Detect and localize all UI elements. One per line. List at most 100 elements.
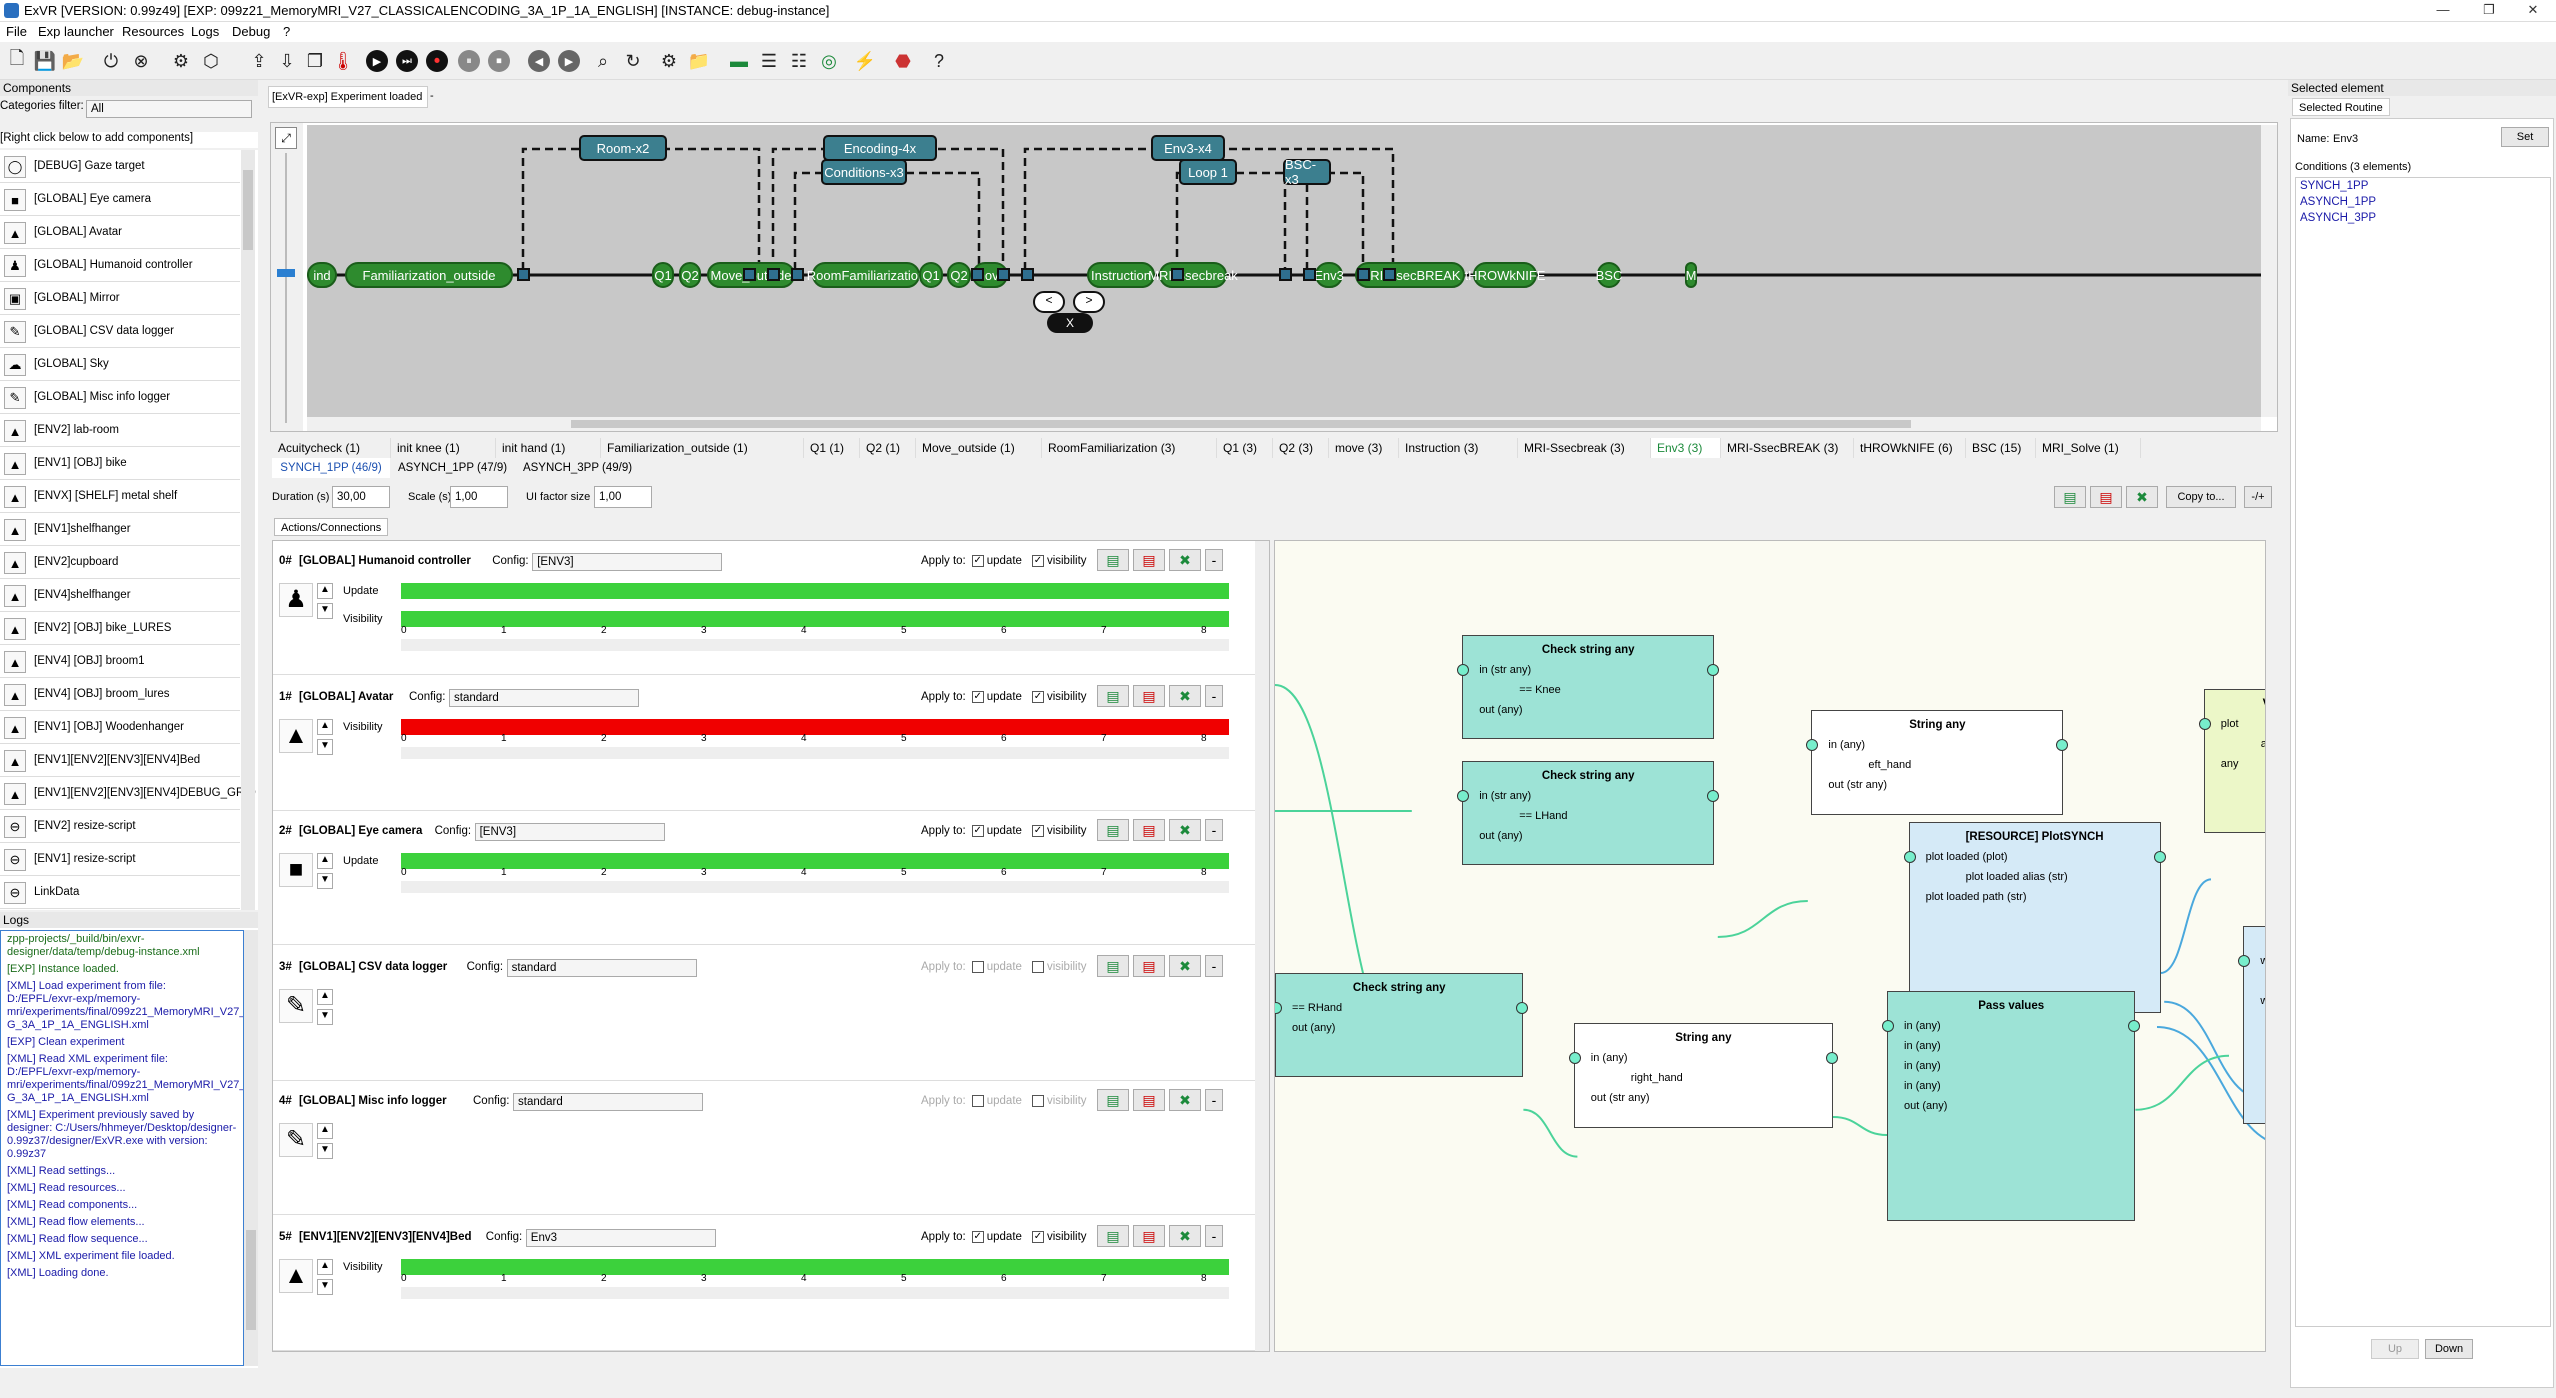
- flow-node[interactable]: Env3: [1314, 262, 1344, 288]
- graph-port[interactable]: [2128, 1020, 2141, 1032]
- routine-tab[interactable]: tHROWkNIFE (6): [1854, 438, 1966, 458]
- previous-button[interactable]: <: [1033, 291, 1065, 313]
- move-down-button[interactable]: ▼: [317, 1143, 333, 1159]
- graph-port[interactable]: [1707, 663, 1720, 676]
- remove-button[interactable]: X: [1047, 313, 1093, 333]
- component-item[interactable]: ▲[GLOBAL] Avatar: [0, 216, 240, 249]
- components-scrollbar[interactable]: [241, 150, 255, 910]
- pause-icon[interactable]: ⏸: [458, 50, 480, 72]
- resources-icon[interactable]: ⚙: [172, 50, 190, 71]
- action-clear-icon[interactable]: ✖: [1169, 955, 1201, 977]
- move-up-button[interactable]: ▲: [317, 583, 333, 599]
- routine-tab[interactable]: Q2 (1): [860, 438, 916, 458]
- scale-input[interactable]: 1,00: [450, 486, 508, 508]
- menu-logs[interactable]: Logs: [191, 24, 220, 39]
- connection-wire[interactable]: [2135, 1054, 2230, 1111]
- component-item[interactable]: ▲[ENV1]shelfhanger: [0, 513, 240, 546]
- routine-tab[interactable]: MRI-Ssecbreak (3): [1518, 438, 1651, 458]
- action-clear-icon[interactable]: ✖: [1169, 1089, 1201, 1111]
- connection-wire[interactable]: [1832, 1116, 1888, 1136]
- action-clear-icon[interactable]: ✖: [1169, 1225, 1201, 1247]
- routine-tab[interactable]: Q1 (1): [804, 438, 860, 458]
- timeline-scrollbar[interactable]: [401, 1287, 1229, 1299]
- timeline-bar[interactable]: [401, 719, 1229, 735]
- flow-node[interactable]: Familiarization_outside: [345, 262, 513, 288]
- flow-separator[interactable]: [791, 268, 804, 281]
- graph-icon[interactable]: ⚡: [853, 50, 877, 71]
- graph-port[interactable]: [1568, 1052, 1581, 1065]
- component-item[interactable]: ▣[GLOBAL] Mirror: [0, 282, 240, 315]
- add-routine-icon[interactable]: ▤: [2054, 486, 2086, 508]
- thermometer-icon[interactable]: 🌡: [331, 50, 355, 71]
- graph-port[interactable]: [1707, 789, 1720, 802]
- component-item[interactable]: ✎[GLOBAL] CSV data logger: [0, 315, 240, 348]
- visibility-checkbox[interactable]: ✓: [1031, 691, 1044, 703]
- component-item[interactable]: ▲[ENV1][ENV2][ENV3][ENV4]DEBUG_GRID: [0, 777, 256, 810]
- update-checkbox[interactable]: [971, 961, 984, 973]
- timeline-bar[interactable]: [401, 853, 1229, 869]
- graph-node[interactable]: Variable delayplotanyany: [2198, 688, 2265, 833]
- flag-icon[interactable]: ▬: [730, 50, 748, 71]
- flow-node[interactable]: MRI-Ssecbreak: [1148, 262, 1238, 288]
- graph-node[interactable]: Asynchfileswrite (any)write line (any)wr…: [2238, 926, 2265, 1125]
- config-select[interactable]: standard: [449, 689, 639, 707]
- menu-help[interactable]: ?: [283, 24, 291, 39]
- component-item[interactable]: ✎[GLOBAL] Misc info logger: [0, 381, 240, 414]
- update-checkbox[interactable]: [971, 1095, 984, 1107]
- folder-icon[interactable]: 📁: [687, 50, 711, 71]
- visibility-checkbox[interactable]: ✓: [1031, 1231, 1044, 1243]
- timeline-scrollbar[interactable]: [401, 747, 1229, 759]
- graph-port[interactable]: [1903, 850, 1916, 863]
- config-add-icon[interactable]: ▤: [1097, 549, 1129, 571]
- eraser-icon[interactable]: ⬣: [895, 50, 911, 71]
- routine-tab[interactable]: move (3): [1329, 438, 1399, 458]
- menu-exp-launcher[interactable]: Exp launcher: [38, 24, 114, 39]
- graph-port[interactable]: [1457, 789, 1470, 802]
- action-clear-icon[interactable]: ✖: [1169, 685, 1201, 707]
- component-item[interactable]: ☁[GLOBAL] Sky: [0, 348, 240, 381]
- action-collapse-button[interactable]: -: [1205, 1089, 1223, 1111]
- new-file-icon[interactable]: 🗋: [9, 48, 25, 68]
- config-remove-icon[interactable]: ▤: [1133, 819, 1165, 841]
- maximize-button[interactable]: ❐: [2483, 2, 2495, 17]
- component-item[interactable]: ▲[ENVX] [SHELF] metal shelf: [0, 480, 240, 513]
- action-collapse-button[interactable]: -: [1205, 955, 1223, 977]
- forward-icon[interactable]: ▶: [558, 50, 580, 72]
- visibility-checkbox[interactable]: [1031, 961, 1044, 973]
- timeline-bar[interactable]: [401, 583, 1229, 599]
- routine-tab[interactable]: Instruction (3): [1399, 438, 1518, 458]
- action-collapse-button[interactable]: -: [1205, 1225, 1223, 1247]
- connection-wire[interactable]: [2160, 878, 2212, 974]
- cube-icon[interactable]: ⬡: [203, 50, 219, 71]
- flow-node[interactable]: RoomFamiliarization: [807, 262, 925, 288]
- target-icon[interactable]: ◎: [821, 50, 837, 71]
- move-down-button[interactable]: ▼: [317, 739, 333, 755]
- condition-tab[interactable]: ASYNCH_3PP (49/9): [522, 462, 633, 474]
- component-item[interactable]: ▲[ENV1][ENV2][ENV3][ENV4]Bed: [0, 744, 240, 777]
- move-down-button[interactable]: ▼: [317, 1279, 333, 1295]
- loop-node[interactable]: Loop 1: [1179, 159, 1237, 185]
- component-item[interactable]: ▲[ENV2] lab-room: [0, 414, 240, 447]
- update-checkbox[interactable]: ✓: [971, 555, 984, 567]
- loop-node[interactable]: Conditions-x3: [821, 159, 907, 185]
- config-remove-icon[interactable]: ▤: [1133, 685, 1165, 707]
- flow-node[interactable]: ind: [307, 262, 337, 288]
- condition-item[interactable]: SYNCH_1PP: [2300, 180, 2369, 192]
- open-folder-icon[interactable]: 📂: [61, 50, 85, 71]
- loop-node[interactable]: Room-x2: [579, 135, 667, 161]
- config-select[interactable]: [ENV3]: [474, 823, 665, 841]
- config-add-icon[interactable]: ▤: [1097, 685, 1129, 707]
- ui-factor-input[interactable]: 1,00: [594, 486, 652, 508]
- move-down-button[interactable]: ▼: [317, 1009, 333, 1025]
- loop-node[interactable]: Encoding-4x: [823, 135, 937, 161]
- visibility-checkbox[interactable]: [1031, 1095, 1044, 1107]
- flow-separator[interactable]: [743, 268, 756, 281]
- routine-tab[interactable]: Move_outside (1): [916, 438, 1042, 458]
- component-item[interactable]: ⊖LinkData: [0, 876, 240, 909]
- timeline-scrollbar[interactable]: [401, 639, 1229, 651]
- action-collapse-button[interactable]: -: [1205, 819, 1223, 841]
- routine-tab[interactable]: Q1 (3): [1217, 438, 1273, 458]
- component-item[interactable]: ▲[ENV4]shelfhanger: [0, 579, 240, 612]
